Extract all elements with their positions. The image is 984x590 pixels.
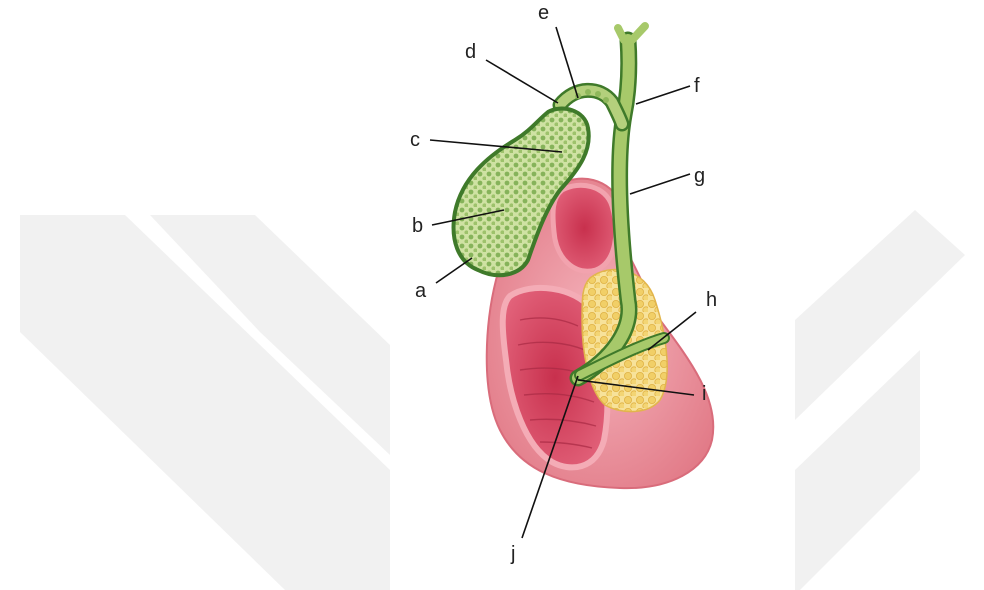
label-c: c bbox=[410, 129, 420, 151]
leader-line-f bbox=[636, 86, 690, 104]
leader-line-g bbox=[630, 174, 690, 194]
label-f: f bbox=[694, 75, 700, 97]
label-i: i bbox=[702, 383, 706, 405]
label-h: h bbox=[706, 289, 717, 311]
duodenum-upper-lumen bbox=[553, 185, 616, 271]
leader-line-d bbox=[486, 60, 558, 103]
leader-line-e bbox=[556, 27, 578, 98]
label-e: e bbox=[538, 2, 549, 24]
label-b: b bbox=[412, 215, 423, 237]
label-j: j bbox=[510, 543, 515, 565]
label-a: a bbox=[415, 280, 427, 302]
leader-line-a bbox=[436, 258, 472, 283]
label-d: d bbox=[465, 41, 476, 63]
label-g: g bbox=[694, 165, 705, 187]
